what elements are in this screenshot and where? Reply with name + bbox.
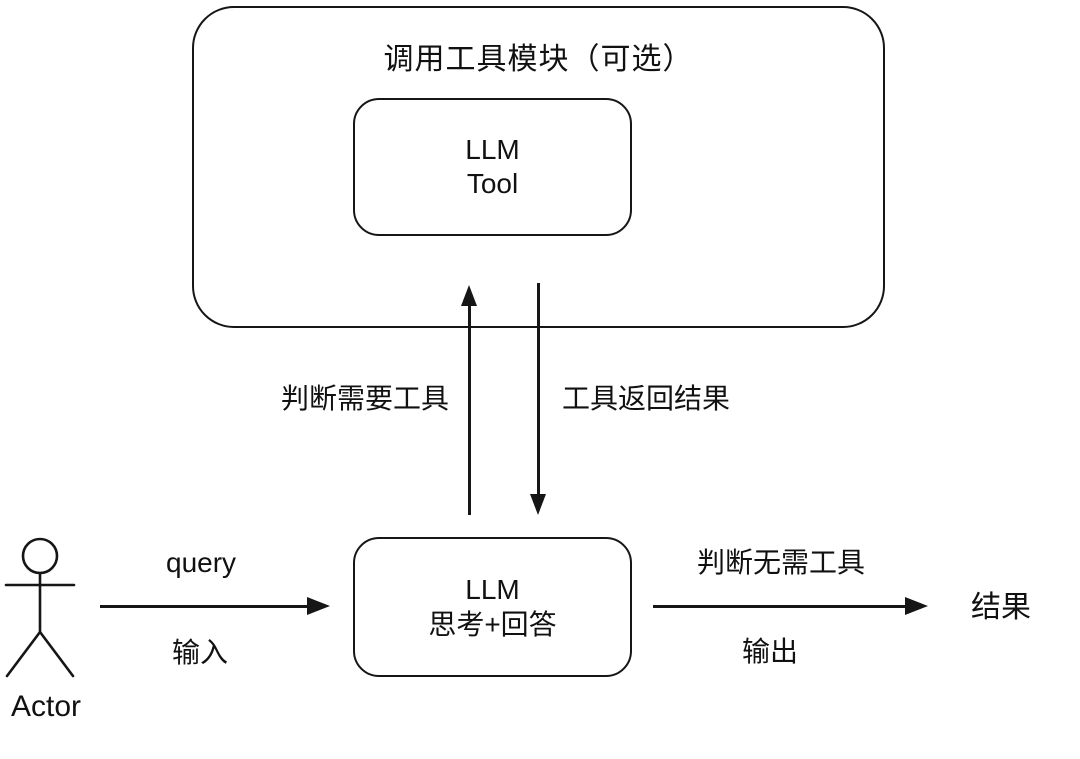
label-tool-result: 工具返回结果 [562,383,731,414]
arrow-query-arrowhead-right-icon [307,597,330,615]
result-label: 结果 [971,591,1031,624]
arrow-tool-result-line [537,283,540,497]
arrow-query-line [100,605,310,608]
arrow-output-line [653,605,908,608]
arrow-tool-result-arrowhead-down-icon [530,494,546,515]
tool-module-title: 调用工具模块（可选） [383,43,694,76]
label-output: 输出 [742,636,799,667]
llm-tool-box-line2: Tool [466,168,519,199]
label-no-tool: 判断无需工具 [697,547,866,578]
arrow-needs-tool-line [468,298,471,515]
actor-figure-icon [4,537,76,678]
llm-box-line1: LLM [465,574,520,605]
actor-label: Actor [10,690,82,723]
llm-tool-box-line1: LLM [465,134,520,165]
label-needs-tool: 判断需要工具 [281,383,450,414]
llm-think-answer-box: LLM 思考+回答 [353,537,632,677]
llm-tool-box: LLM Tool [353,98,632,236]
llm-box-line2: 思考+回答 [428,609,557,640]
label-query: query [166,547,237,578]
arrow-needs-tool-arrowhead-up-icon [461,285,477,306]
arrow-output-arrowhead-right-icon [905,597,928,615]
label-input: 输入 [172,637,229,668]
